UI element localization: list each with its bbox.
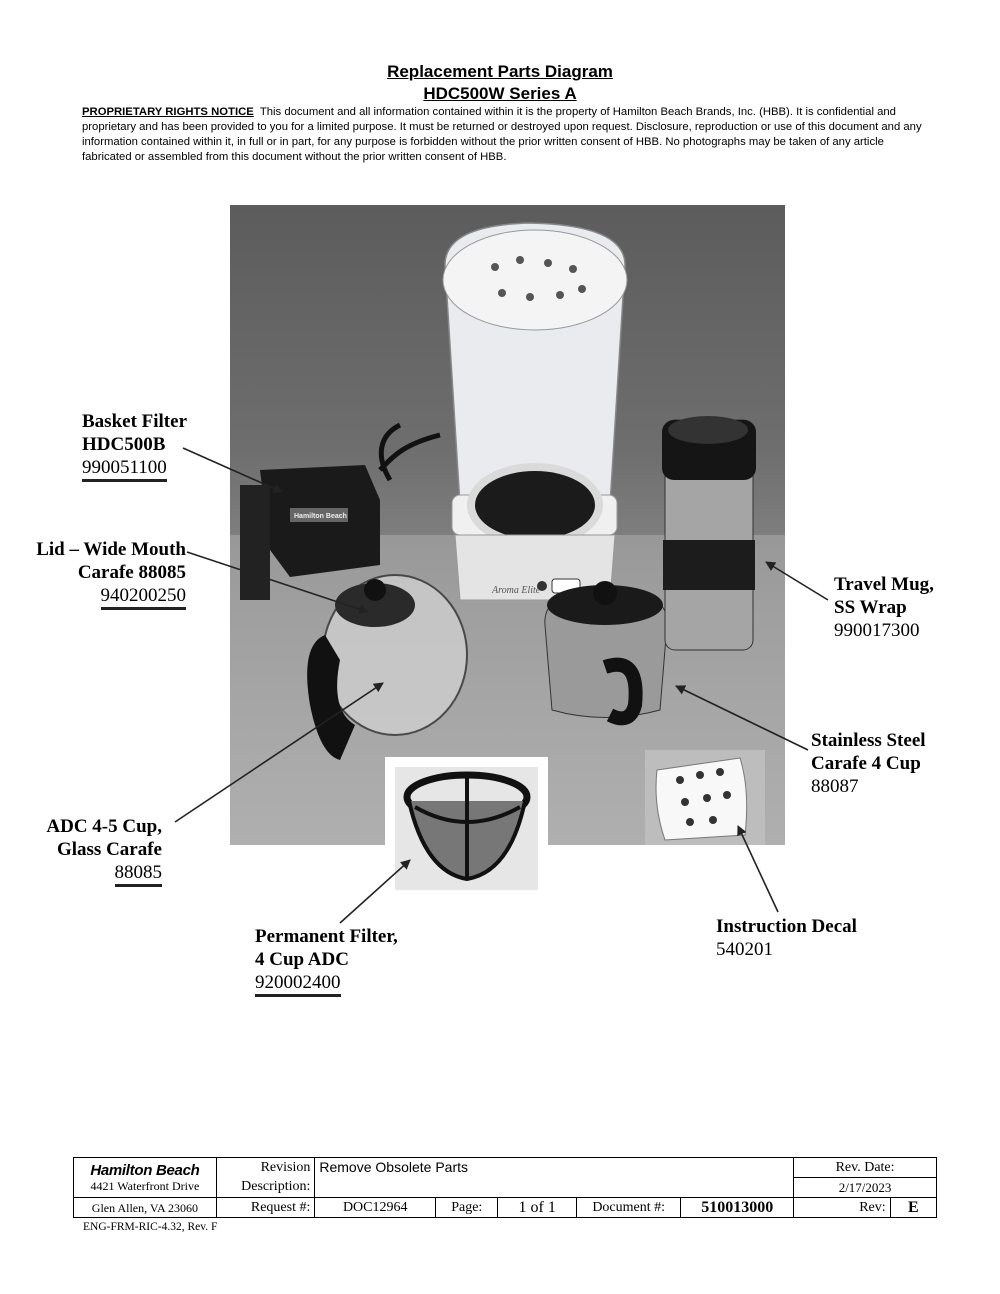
part-name: Instruction Decal — [716, 916, 857, 937]
company-address-line2: Glen Allen, VA 23060 — [73, 1197, 217, 1218]
label-travel-mug: Travel Mug, SS Wrap 990017300 — [834, 573, 934, 642]
document-label: Document #: — [575, 1197, 682, 1218]
decal-illustration — [655, 757, 748, 841]
rev-date-label: Rev. Date: — [793, 1157, 937, 1178]
rev-label: Rev: — [793, 1197, 891, 1218]
request-number: DOC12964 — [314, 1197, 437, 1218]
instruction-decal-inset — [645, 750, 765, 845]
label-lid: Lid – Wide Mouth Carafe 88085 940200250 — [22, 538, 186, 610]
part-number: 920002400 — [255, 971, 341, 997]
part-number: 990051100 — [82, 456, 167, 482]
document-number: 510013000 — [680, 1197, 795, 1218]
part-number: 88087 — [811, 776, 859, 797]
form-id: ENG-FRM-RIC-4.32, Rev. F — [83, 1221, 218, 1233]
rev-value: E — [889, 1197, 938, 1218]
basket-brand-text: Hamilton Beach — [294, 513, 347, 520]
part-name: ADC 4-5 Cup, — [46, 816, 162, 837]
product-photo: Aroma Elite Hamilton Beach — [230, 205, 785, 845]
revision-label: Revision — [260, 1159, 311, 1175]
page-title: Replacement Parts Diagram — [387, 62, 613, 81]
part-name: Lid – Wide Mouth — [36, 539, 186, 560]
part-number: 990017300 — [834, 620, 920, 641]
page-value: 1 of 1 — [497, 1197, 577, 1218]
revision-description: Remove Obsolete Parts — [314, 1157, 795, 1198]
part-name: Stainless Steel — [811, 730, 926, 751]
part-model: Carafe 88085 — [77, 562, 186, 583]
company-address-line1: 4421 Waterfront Drive — [90, 1179, 200, 1193]
company-logo: Hamilton Beach — [90, 1162, 200, 1179]
part-number: 540201 — [716, 939, 773, 960]
label-glass-carafe: ADC 4-5 Cup, Glass Carafe 88085 — [20, 815, 162, 887]
part-model: SS Wrap — [834, 597, 907, 618]
page-subtitle: HDC500W Series A — [423, 84, 577, 103]
description-label-cell: Description: — [215, 1177, 316, 1198]
part-model: Carafe 4 Cup — [811, 753, 921, 774]
part-name: Travel Mug, — [834, 574, 934, 595]
coffee-maker-illustration: Aroma Elite Hamilton Beach — [230, 222, 785, 845]
part-model: HDC500B — [82, 434, 166, 455]
base-brand-text: Aroma Elite — [491, 585, 541, 596]
notice-title: PROPRIETARY RIGHTS NOTICE — [82, 106, 254, 118]
label-ss-carafe: Stainless Steel Carafe 4 Cup 88087 — [811, 729, 926, 798]
company-cell: Hamilton Beach 4421 Waterfront Drive — [73, 1157, 217, 1198]
part-name: Basket Filter — [82, 411, 188, 432]
part-model: 4 Cup ADC — [255, 949, 349, 970]
request-label: Request #: — [215, 1197, 316, 1218]
notice-text: This document and all information contai… — [82, 106, 922, 163]
mesh-filter-illustration — [403, 771, 531, 882]
part-number: 88085 — [114, 861, 162, 887]
part-model: Glass Carafe — [56, 839, 162, 860]
part-name: Permanent Filter, — [255, 926, 398, 947]
label-basket-filter: Basket Filter HDC500B 990051100 — [82, 410, 187, 482]
title-block: Hamilton Beach 4421 Waterfront Drive Rev… — [73, 1157, 938, 1218]
revision-label-cell: Revision — [215, 1157, 316, 1178]
label-instruction-decal: Instruction Decal 540201 — [716, 915, 857, 961]
description-label: Description: — [241, 1179, 311, 1195]
label-permanent-filter: Permanent Filter, 4 Cup ADC 920002400 — [255, 925, 398, 997]
permanent-filter-inset — [385, 757, 548, 895]
page-label: Page: — [435, 1197, 499, 1218]
part-number: 940200250 — [100, 584, 186, 610]
proprietary-notice: PROPRIETARY RIGHTS NOTICE This document … — [82, 105, 922, 165]
rev-date: 2/17/2023 — [793, 1177, 937, 1198]
